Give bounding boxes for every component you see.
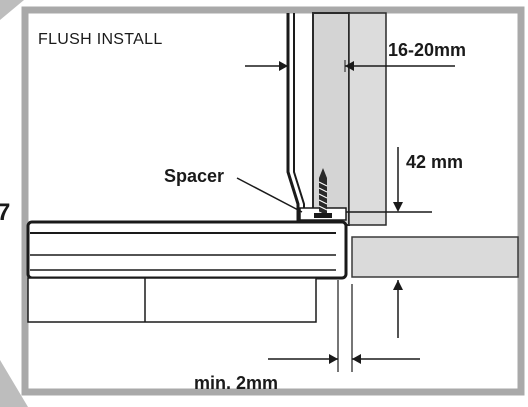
- cabinet-side-wall-inner: [293, 13, 305, 222]
- wall-panel-back: [348, 12, 387, 226]
- spacer-label: Spacer: [164, 166, 224, 186]
- cabinet-side-wall: [286, 13, 300, 222]
- spacer-leader-line: [236, 177, 303, 213]
- corner-tab-graphic: [0, 0, 24, 20]
- panel-thickness-dimension: [245, 60, 455, 72]
- adjacent-countertop: [351, 236, 519, 278]
- wall-panel: [312, 12, 350, 226]
- corner-tab-graphic: [0, 360, 28, 407]
- gap-label: min. 2mm: [194, 373, 278, 393]
- diagram-frame: [21, 6, 525, 396]
- panel-thickness-label: 16-20mm: [388, 40, 466, 60]
- screw: [314, 168, 332, 218]
- diagram-title: FLUSH INSTALL: [38, 31, 163, 48]
- page-marker: 7: [0, 199, 10, 226]
- gap-dimension: [268, 280, 420, 372]
- height-dimension-label: 42 mm: [406, 152, 463, 172]
- lower-cabinet-block: [27, 277, 317, 323]
- height-dimension: [346, 147, 432, 338]
